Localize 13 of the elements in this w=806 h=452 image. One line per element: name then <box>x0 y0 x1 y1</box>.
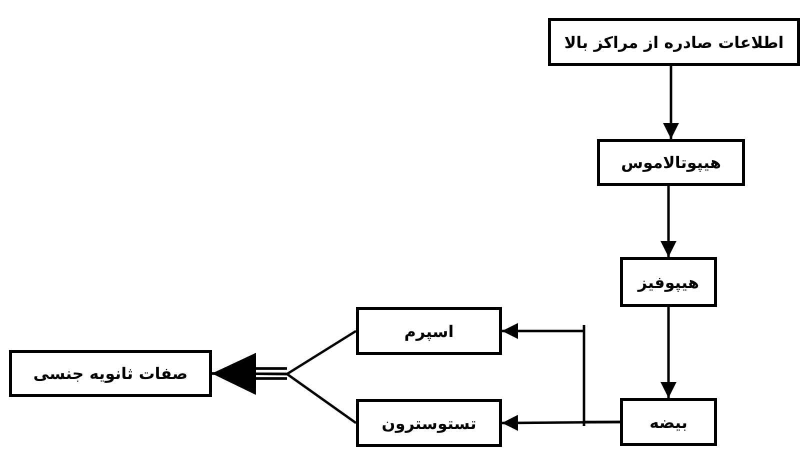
process-box: بیضه <box>620 398 717 446</box>
arrow <box>500 323 622 428</box>
arrow <box>663 66 679 139</box>
arrow <box>660 186 676 257</box>
arrow <box>210 352 358 424</box>
process-box: تستوسترون <box>356 399 502 447</box>
process-box: هیپوفیز <box>620 257 717 307</box>
process-box: صفات ثانویه جنسی <box>9 350 212 397</box>
process-box: هیپوتالاموس <box>597 139 745 186</box>
arrow <box>502 414 620 431</box>
arrow <box>660 307 676 398</box>
process-box: اطلاعات صادره از مراکز بالا <box>548 18 800 66</box>
process-box: اسپرم <box>356 307 502 355</box>
